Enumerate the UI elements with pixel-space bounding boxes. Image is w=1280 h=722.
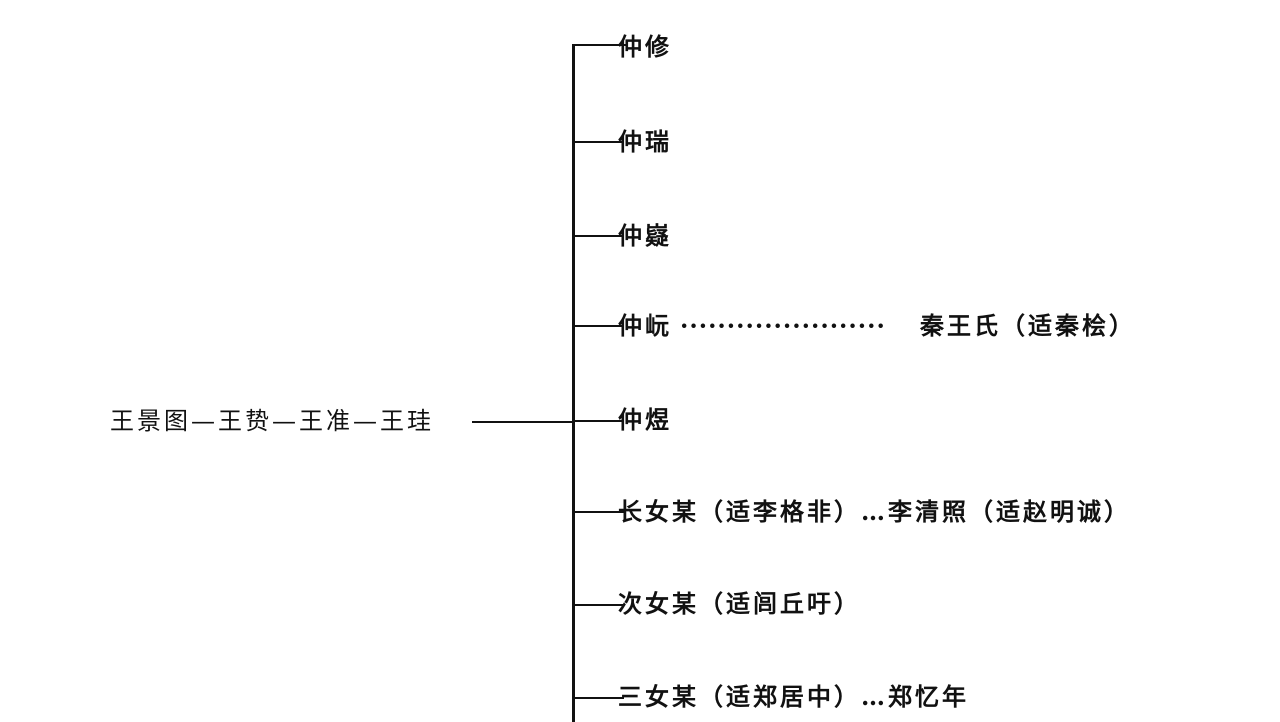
child-node: 仲瑞	[618, 127, 672, 156]
branch-line	[574, 141, 624, 143]
branch-line	[574, 235, 624, 237]
branch-line	[574, 325, 624, 327]
branch-line	[574, 604, 624, 606]
child-node: 仲岏	[618, 311, 672, 340]
child-node: 次女某（适闾丘吁）	[618, 589, 861, 618]
ancestry-chain: 王景图—王贽—王准—王珪	[110, 407, 434, 435]
child-node: 仲修	[618, 32, 672, 61]
branch-line	[574, 697, 624, 699]
child-node: 长女某（适李格非）…李清照（适赵明诚）	[618, 497, 1131, 526]
branch-line	[574, 511, 624, 513]
spouse-label: 秦王氏（适秦桧）	[920, 311, 1136, 340]
child-node: 仲煜	[618, 405, 672, 434]
branch-line	[574, 44, 626, 46]
child-node: 三女某（适郑居中）…郑忆年	[618, 682, 969, 711]
child-node: 仲嶷	[618, 221, 672, 250]
dotted-connector: ······················	[680, 311, 886, 340]
trunk-line	[572, 44, 575, 722]
branch-line	[574, 420, 624, 422]
ancestry-connector	[472, 421, 574, 423]
